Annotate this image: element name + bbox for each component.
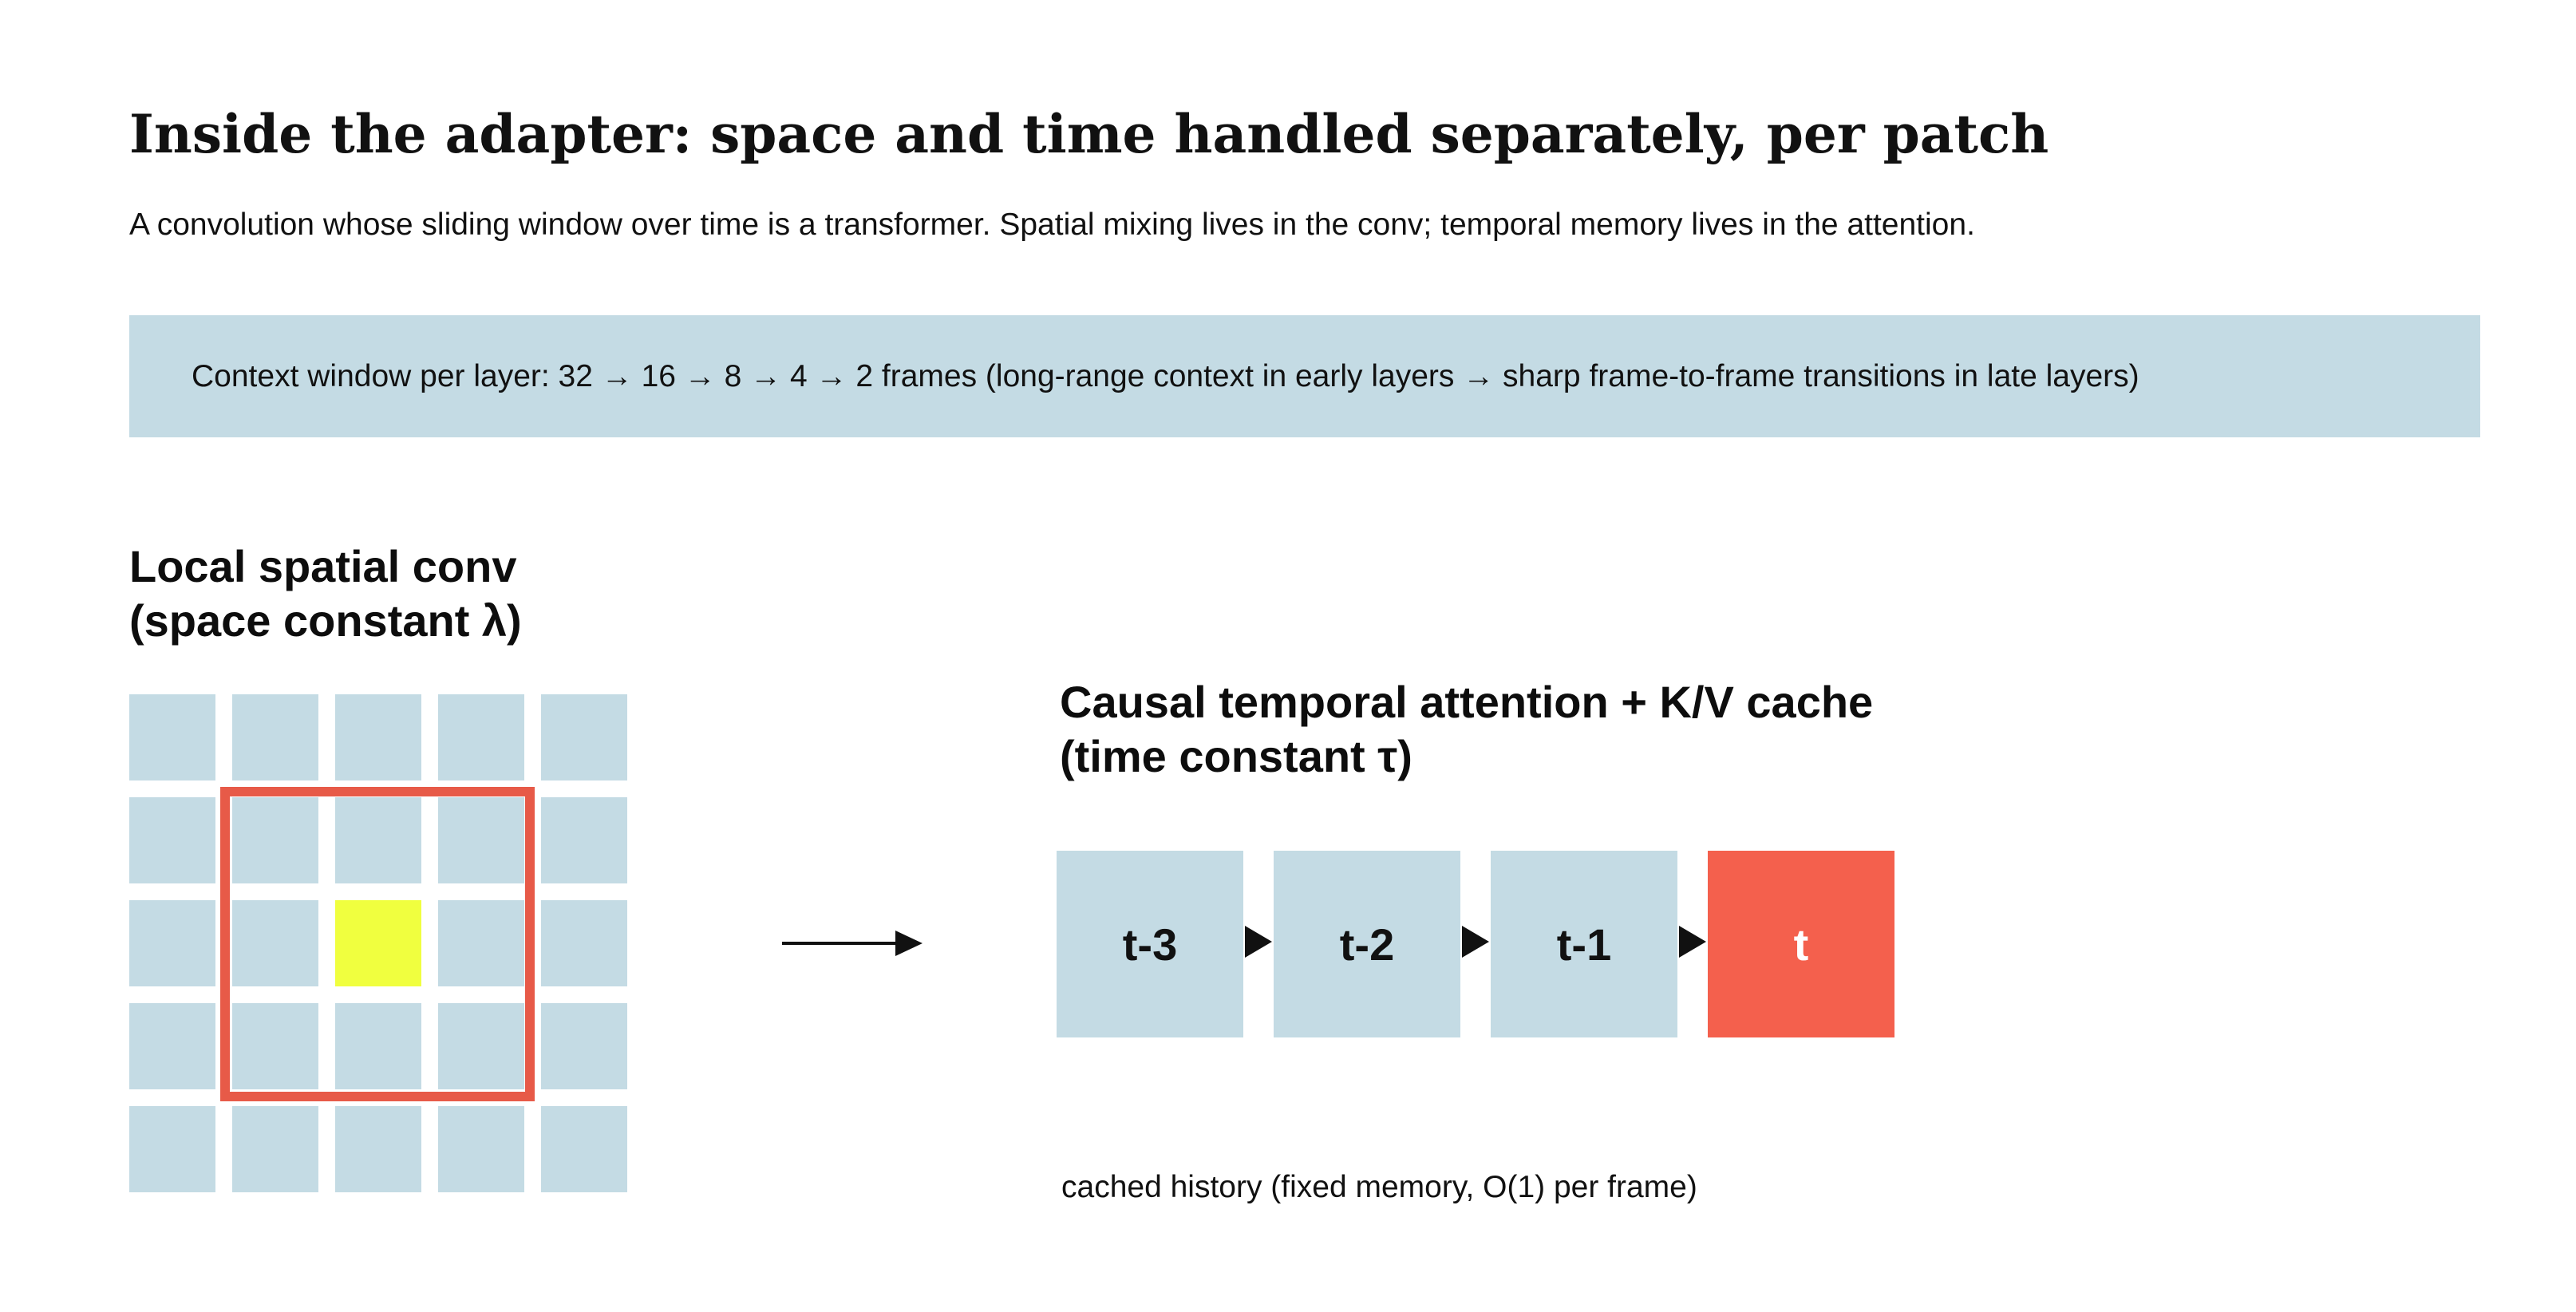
temporal-attention-heading-line1: Causal temporal attention + K/V cache bbox=[1060, 677, 1874, 727]
play-arrow-icon bbox=[1679, 926, 1706, 958]
temporal-attention-heading-line2: (time constant τ) bbox=[1060, 731, 1412, 781]
frame-t-current: t bbox=[1708, 851, 1894, 1037]
right-arrow-icon bbox=[782, 931, 923, 956]
patch-cell bbox=[541, 900, 627, 986]
spatial-conv-heading-line1: Local spatial conv bbox=[129, 541, 517, 591]
frame-t-minus-2: t-2 bbox=[1274, 851, 1460, 1037]
center-patch-cell bbox=[335, 900, 421, 986]
frame-t-minus-1: t-1 bbox=[1491, 851, 1677, 1037]
patch-cell bbox=[232, 1003, 318, 1089]
spatial-conv-heading-line2: (space constant λ) bbox=[129, 595, 522, 646]
patch-cell bbox=[335, 1003, 421, 1089]
patch-cell bbox=[129, 694, 215, 780]
patch-cell bbox=[541, 694, 627, 780]
patch-cell bbox=[541, 1003, 627, 1089]
patch-cell bbox=[129, 797, 215, 883]
spatial-conv-heading: Local spatial conv (space constant λ) bbox=[129, 539, 522, 648]
patch-cell bbox=[232, 1106, 318, 1192]
patch-cell bbox=[335, 797, 421, 883]
patch-cell bbox=[232, 900, 318, 986]
patch-cell bbox=[129, 1106, 215, 1192]
patch-cell bbox=[438, 900, 524, 986]
play-arrow-icon bbox=[1462, 926, 1489, 958]
page-title: Inside the adapter: space and time handl… bbox=[129, 103, 2049, 165]
patch-cell bbox=[541, 797, 627, 883]
patch-cell bbox=[335, 694, 421, 780]
patch-cell bbox=[129, 1003, 215, 1089]
patch-cell bbox=[438, 1003, 524, 1089]
context-window-text: Context window per layer: 32 → 16 → 8 → … bbox=[192, 358, 2139, 393]
conv-kernel-window bbox=[220, 787, 535, 1101]
patch-cell bbox=[438, 694, 524, 780]
context-window-banner: Context window per layer: 32 → 16 → 8 → … bbox=[129, 315, 2480, 437]
temporal-attention-heading: Causal temporal attention + K/V cache (t… bbox=[1060, 675, 1873, 784]
patch-cell bbox=[232, 694, 318, 780]
page-subtitle: A convolution whose sliding window over … bbox=[129, 207, 1975, 242]
patch-cell bbox=[438, 797, 524, 883]
patch-cell bbox=[541, 1106, 627, 1192]
patch-cell bbox=[438, 1106, 524, 1192]
patch-cell bbox=[129, 900, 215, 986]
cache-caption: cached history (fixed memory, O(1) per f… bbox=[1061, 1170, 1697, 1204]
patch-cell bbox=[232, 797, 318, 883]
patch-cell bbox=[335, 1106, 421, 1192]
frame-t-minus-3: t-3 bbox=[1057, 851, 1243, 1037]
play-arrow-icon bbox=[1245, 926, 1272, 958]
